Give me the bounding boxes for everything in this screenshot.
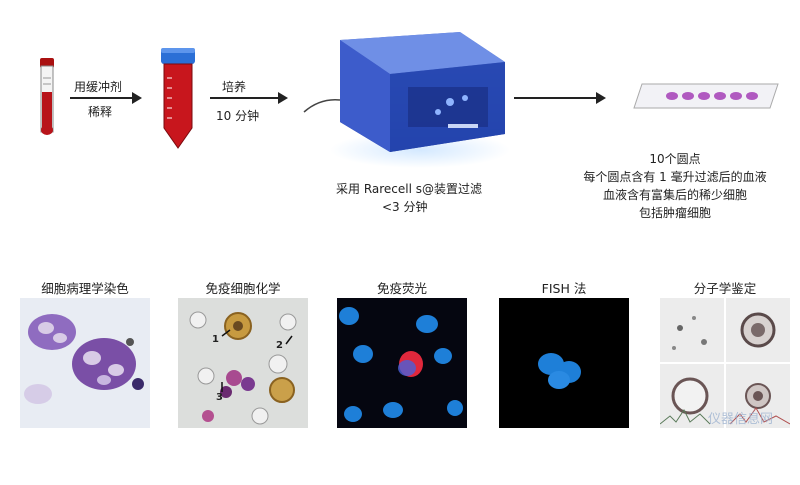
arrow-incubate bbox=[210, 97, 278, 99]
arrow-dilute-head bbox=[132, 92, 142, 104]
slide-caption-line-3: 血液含有富集后的稀少细胞 bbox=[560, 186, 790, 204]
arrow-dilute bbox=[70, 97, 132, 99]
microscope-slide bbox=[632, 80, 782, 112]
fish-micrograph bbox=[499, 298, 629, 428]
marker-2: 2 bbox=[276, 340, 283, 351]
marker-3: 3 bbox=[216, 392, 223, 403]
panel-title-fish: FISH 法 bbox=[499, 278, 629, 297]
panel-title-if: 免疫荧光 bbox=[337, 278, 467, 297]
immunofluorescence-micrograph bbox=[337, 298, 467, 428]
panel-title-molecular: 分子学鉴定 bbox=[660, 278, 790, 297]
panel-title-icc: 免疫细胞化学 bbox=[178, 278, 308, 297]
arrow-to-slide-head bbox=[596, 92, 606, 104]
device-caption: 采用 Rarecell s@装置过滤 bbox=[336, 180, 482, 197]
slide-caption-line-1: 10个圆点 bbox=[560, 150, 790, 168]
slide-caption-line-4: 包括肿瘤细胞 bbox=[560, 204, 790, 222]
conical-tube bbox=[158, 48, 198, 150]
dilute-label: 稀释 bbox=[88, 103, 112, 120]
arrow-incubate-head bbox=[278, 92, 288, 104]
watermark-logo: 仪器信息网 bbox=[708, 408, 773, 427]
device-time-caption: <3 分钟 bbox=[382, 198, 428, 215]
cytopathology-stain-micrograph bbox=[20, 298, 150, 428]
arrow-to-slide bbox=[514, 97, 596, 99]
slide-caption-line-2: 每个圆点含有 1 毫升过滤后的血液 bbox=[560, 168, 790, 186]
incubate-time-label: 10 分钟 bbox=[216, 107, 259, 124]
panel-title-cytopathology: 细胞病理学染色 bbox=[20, 278, 150, 297]
buffer-label: 用缓冲剂 bbox=[74, 78, 122, 95]
slide-caption: 10个圆点 每个圆点含有 1 毫升过滤后的血液 血液含有富集后的稀少细胞 包括肿… bbox=[560, 150, 790, 222]
immunocytochemistry-micrograph: 1 2 3 bbox=[178, 298, 308, 428]
incubate-label: 培养 bbox=[222, 78, 246, 95]
molecular-identification-micrograph: 仪器信息网 bbox=[660, 298, 790, 428]
marker-1: 1 bbox=[212, 334, 219, 345]
blood-sample-tube bbox=[32, 58, 62, 138]
rarecells-device bbox=[300, 22, 520, 172]
